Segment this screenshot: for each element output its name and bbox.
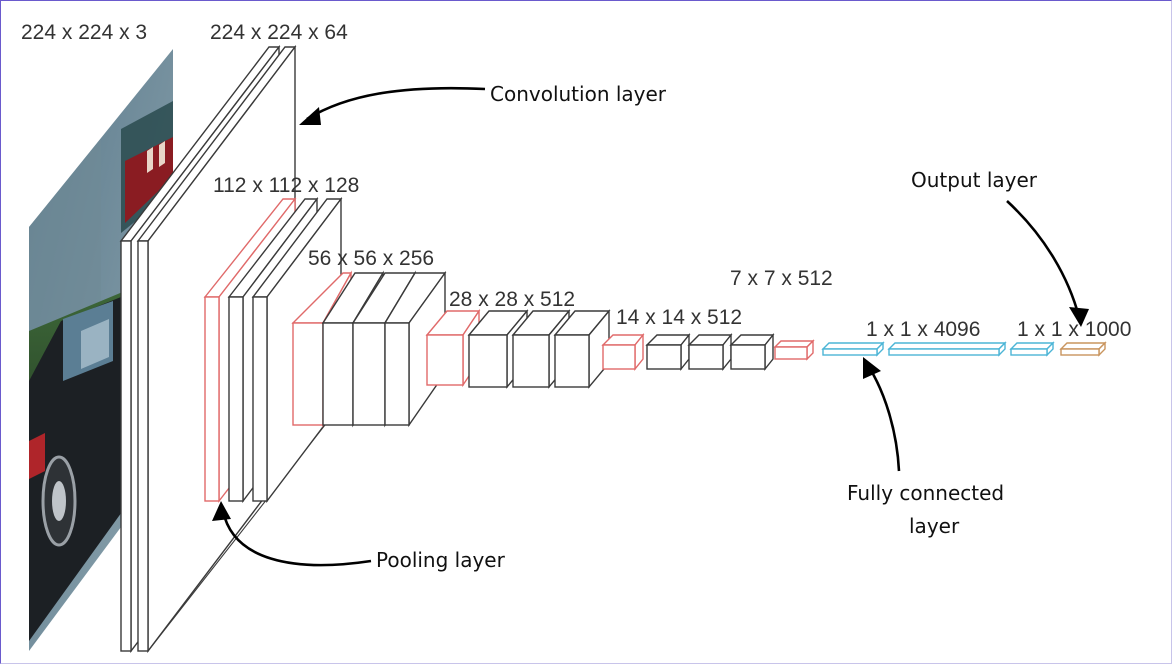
pool5-front [775,347,807,359]
conv4-slab-2-front [513,335,549,387]
conv5-slab-2-front [689,345,723,369]
block-5 [603,335,773,369]
annotation-convolution-layer: Convolution layer [490,82,667,106]
label-conv4-dims: 28 x 28 x 512 [449,288,575,311]
fc2-top [889,343,1005,349]
output-front [1061,349,1099,355]
annotation-fully-connected-line1: Fully connected [847,481,1004,505]
block-4 [427,311,609,387]
fully-connected-layers [823,343,1053,355]
fc1-top [823,343,883,349]
label-input-dims: 224 x 224 x 3 [21,21,147,44]
fc2-front [889,349,999,355]
label-pool5-dims: 7 x 7 x 512 [730,267,833,290]
label-output-dims: 1 x 1 x 1000 [1017,318,1131,341]
pool3-front [427,335,463,385]
conv4-slab-3-front [555,335,589,387]
conv5-slab-1-front [647,345,681,369]
pool4-front [603,345,635,369]
conv1-slab-1-front [121,241,131,651]
label-conv1-dims: 224 x 224 x 64 [210,21,348,44]
conv2-slab-1-front [229,297,243,501]
output-layer-block [1061,343,1105,355]
label-conv5-dims: 14 x 14 x 512 [616,306,742,329]
conv3-slab-3-front [385,323,409,425]
output-top [1061,343,1105,349]
label-conv2-dims: 112 x 112 x 128 [213,174,359,197]
arrow-fully-connected-layer [863,357,899,471]
conv4-slab-1-front [469,335,507,387]
block-pool5 [775,341,813,359]
arrow-convolution-layer [299,88,485,125]
fc1-front [823,349,877,355]
label-conv3-dims: 56 x 56 x 256 [308,247,434,270]
pool2-front [293,323,323,425]
label-fc-dims: 1 x 1 x 4096 [866,318,980,341]
pool1-front [205,297,219,501]
conv1-slab-2-front [138,241,148,651]
fc3-top [1011,343,1053,349]
fc3-front [1011,349,1047,355]
conv3-slab-1-front [323,323,353,425]
annotation-pooling-layer: Pooling layer [376,548,506,572]
conv3-slab-2-front [353,323,385,425]
annotation-fully-connected-line2: layer [909,514,960,538]
arrow-output-layer [1007,201,1089,327]
conv5-slab-3-front [731,345,765,369]
conv2-slab-2-front [253,297,267,501]
annotation-output-layer: Output layer [911,168,1038,192]
